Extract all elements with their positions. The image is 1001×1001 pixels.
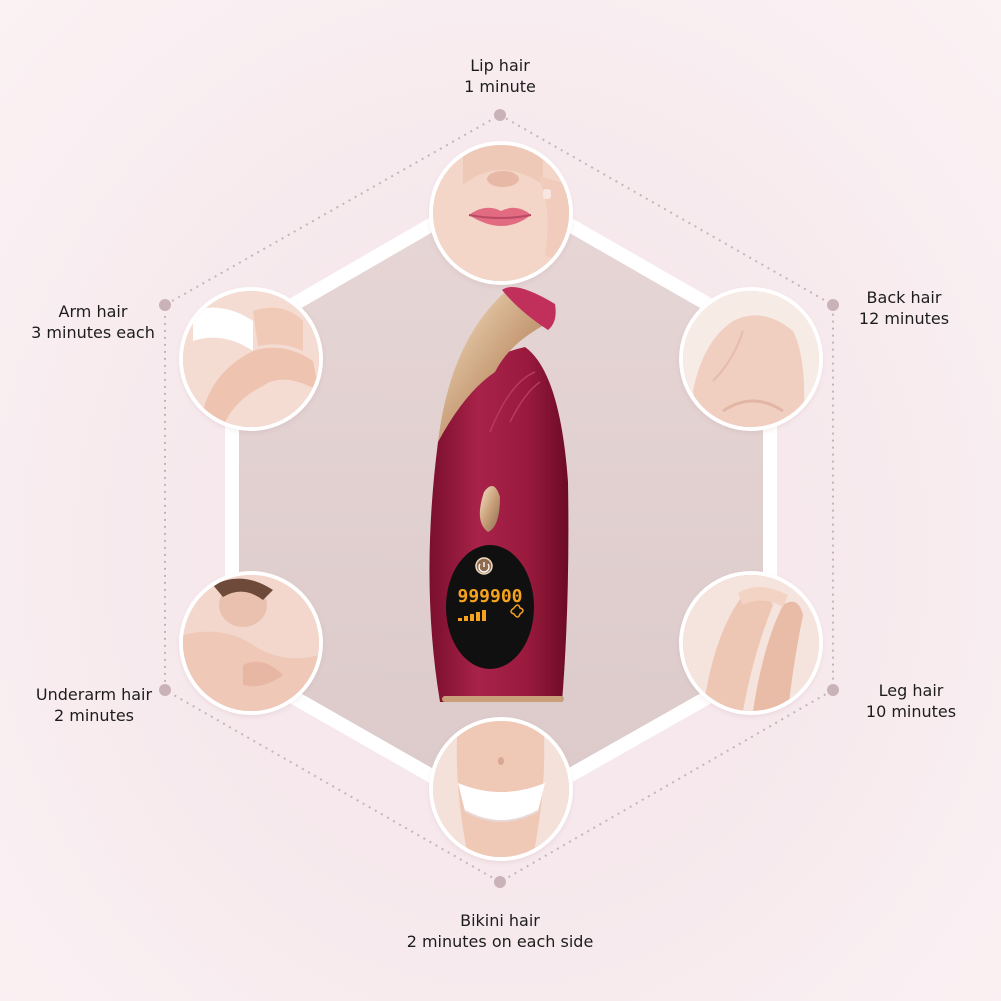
arm-area-image (183, 291, 319, 427)
energy-level-bars (458, 610, 486, 621)
hexagon-vertex-dots (159, 109, 839, 888)
leg-hair-time: 10 minutes (865, 702, 957, 721)
flash-button (479, 486, 500, 532)
underarm-area-image (183, 575, 319, 711)
fan-icon (510, 604, 524, 618)
arm-hair-time: 3 minutes each (31, 323, 155, 342)
underarm-hair-label: Underarm hair 2 minutes (0, 684, 204, 726)
display-count: 999900 (457, 586, 522, 607)
lip-hair-label: Lip hair 1 minute (390, 55, 610, 97)
underarm-hair-time: 2 minutes (53, 706, 135, 725)
lip-area-image (433, 145, 569, 281)
back-hair-time: 12 minutes (858, 309, 950, 328)
display-screen (446, 545, 534, 669)
back-hair-label: Back hair 12 minutes (794, 287, 1001, 329)
bikini-hair-label: Bikini hair 2 minutes on each side (390, 910, 610, 952)
bikini-hair-title: Bikini hair (460, 911, 540, 930)
device-neck (438, 292, 550, 442)
underarm-hair-title: Underarm hair (35, 685, 153, 704)
ipl-device: 999900 (429, 287, 569, 702)
back-area-image (683, 291, 819, 427)
bikini-hair-time: 2 minutes on each side (406, 932, 594, 951)
lip-hair-time: 1 minute (464, 77, 536, 96)
arm-hair-title: Arm hair (58, 302, 128, 321)
leg-hair-label: Leg hair 10 minutes (801, 680, 1001, 722)
leg-area-image (683, 575, 819, 711)
bikini-area-image (433, 721, 569, 857)
back-hair-title: Back hair (866, 288, 942, 307)
device-head (502, 287, 556, 330)
arm-hair-label: Arm hair 3 minutes each (0, 301, 203, 343)
lip-hair-title: Lip hair (470, 56, 530, 75)
device-base (442, 696, 564, 702)
leg-hair-title: Leg hair (878, 681, 944, 700)
